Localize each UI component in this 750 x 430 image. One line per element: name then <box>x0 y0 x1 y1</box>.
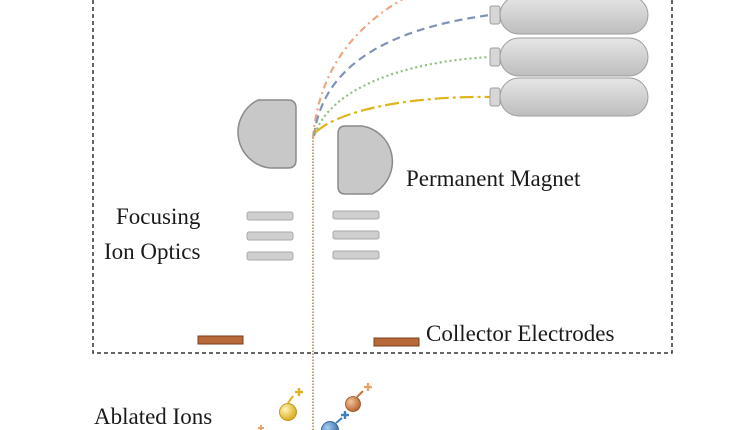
optics-plate <box>246 211 294 221</box>
ion-plus-icon <box>295 388 303 396</box>
collector-electrode-left <box>197 335 244 345</box>
trajectory-yellow <box>315 95 491 133</box>
trajectory-orange <box>311 0 404 139</box>
chamber-outline <box>92 0 673 354</box>
ion-brown <box>345 383 372 412</box>
detector-cups <box>489 0 649 117</box>
label-permanent-magnet: Permanent Magnet <box>406 166 581 191</box>
optics-plate <box>332 230 380 240</box>
optics-plate <box>332 210 380 220</box>
detector-cup <box>489 37 649 77</box>
focusing-ion-optics <box>246 210 380 261</box>
magnet-left <box>237 99 297 169</box>
ion-blue <box>321 411 349 430</box>
ion-partial-left <box>258 425 264 430</box>
ablated-ions <box>258 383 372 430</box>
label-ablated-ions: Ablated Ions <box>94 404 212 429</box>
label-collector-electrodes: Collector Electrodes <box>426 321 614 346</box>
ion-yellow <box>279 388 303 421</box>
label-ion-optics: Ion Optics <box>104 239 201 264</box>
collector-electrode-right <box>373 337 420 347</box>
ion-plus-icon <box>364 383 372 391</box>
detector-cup <box>489 0 649 35</box>
detector-cup <box>489 77 649 117</box>
optics-plate <box>246 231 294 241</box>
magnet-right <box>337 125 394 195</box>
ion-plus-icon <box>341 411 349 419</box>
ion-trajectories <box>311 0 491 139</box>
label-focusing: Focusing <box>116 204 201 229</box>
optics-plate <box>246 251 294 261</box>
trajectory-green <box>313 55 491 135</box>
optics-plate <box>332 250 380 260</box>
trajectory-blue <box>312 13 491 137</box>
ion-beam <box>312 127 317 430</box>
